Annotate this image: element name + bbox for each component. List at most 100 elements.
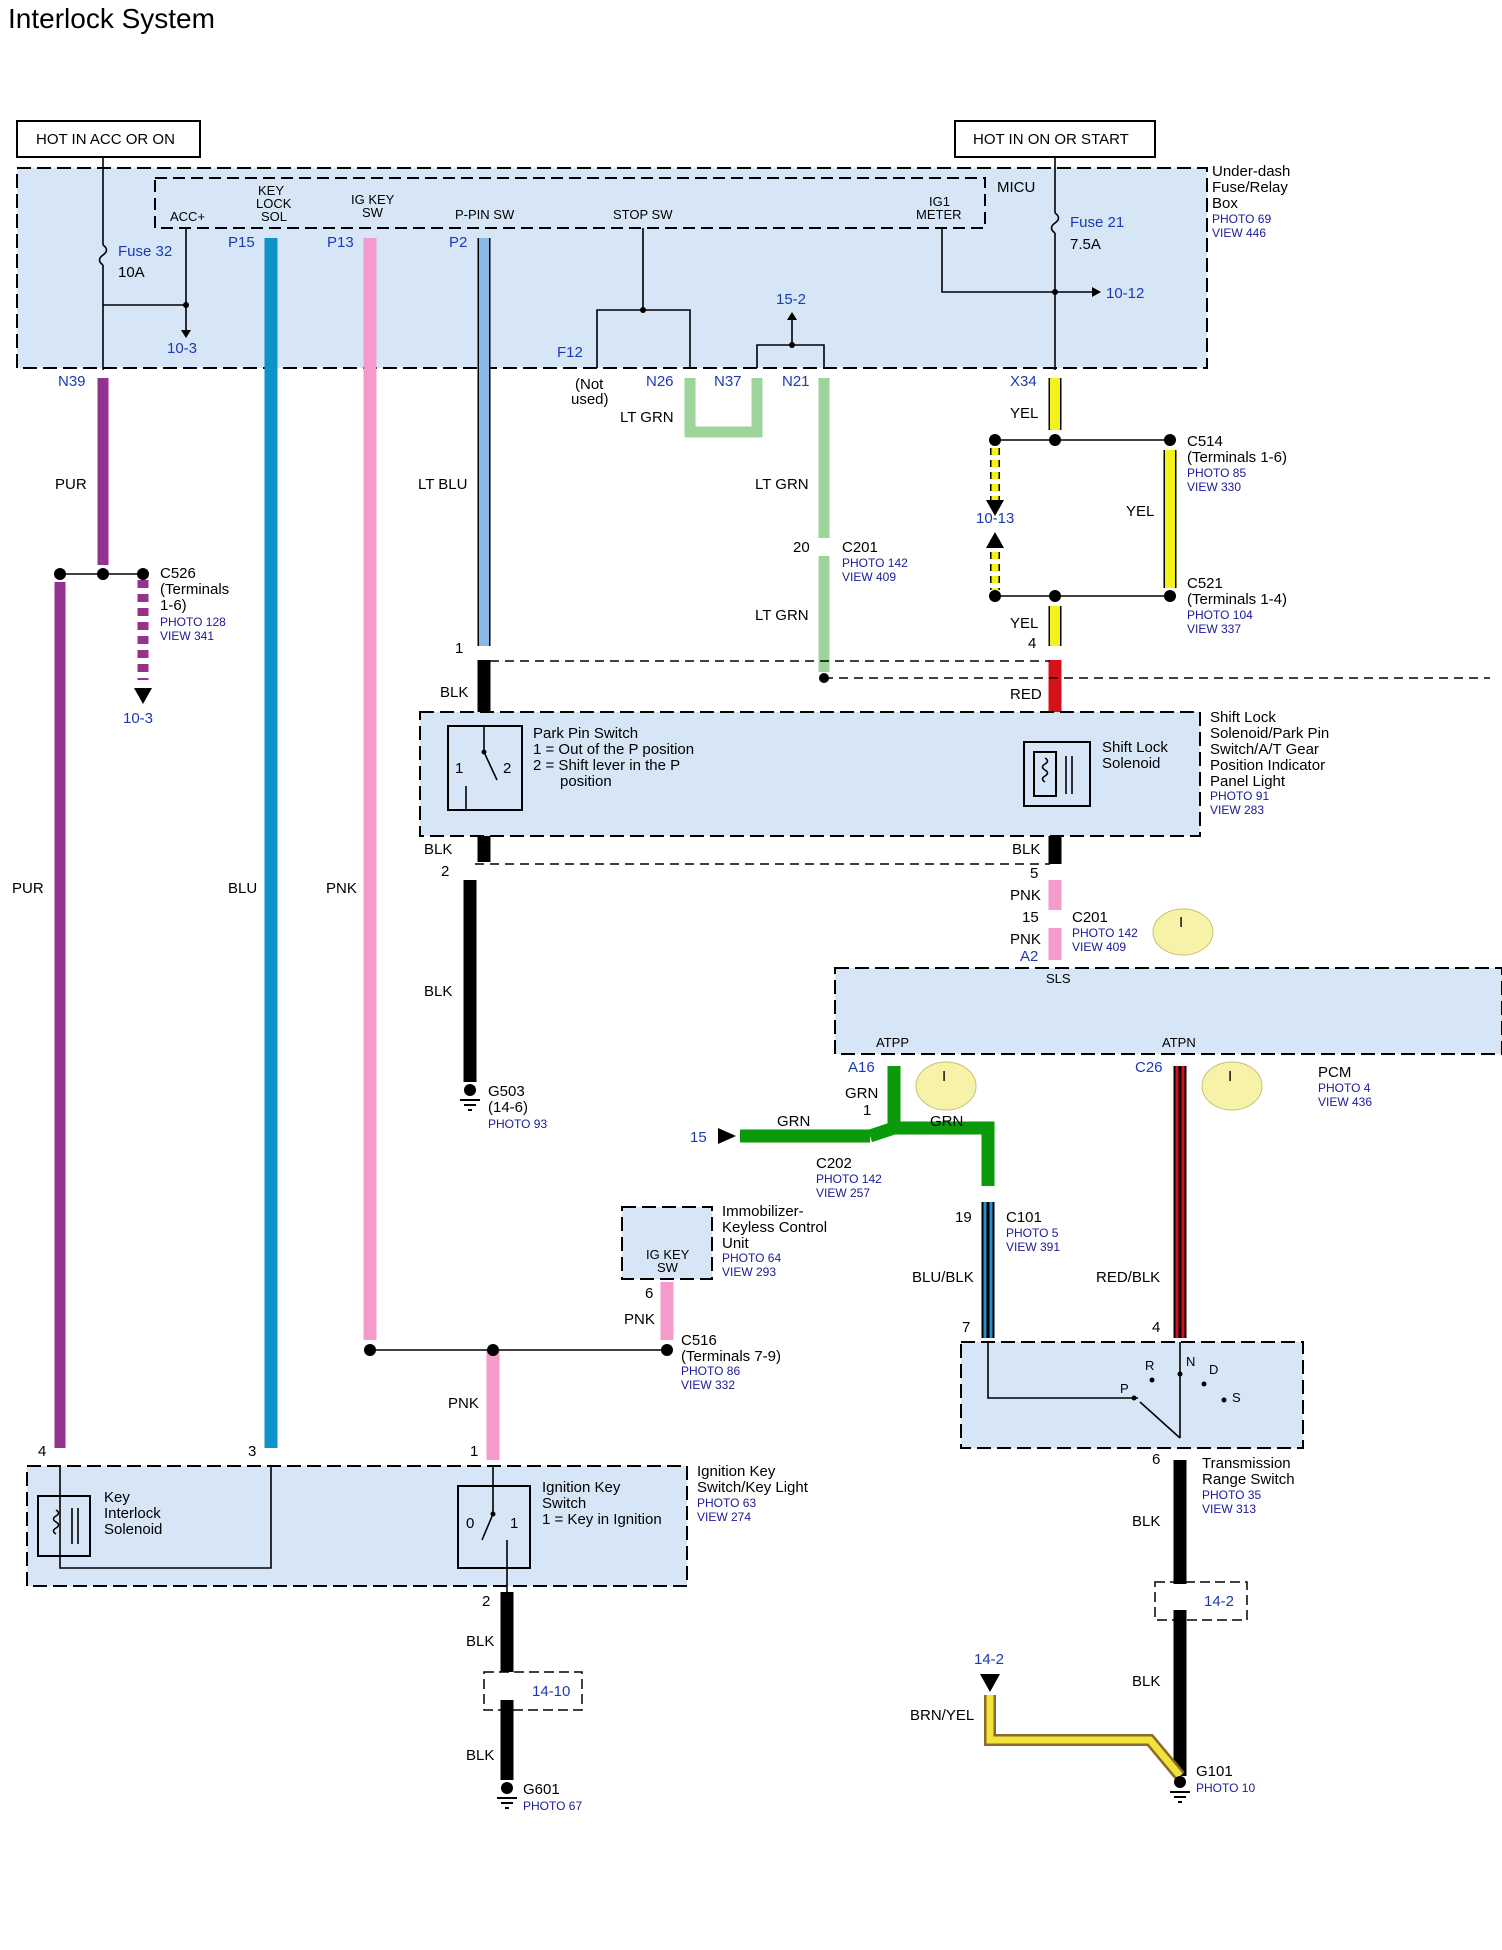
fuse-relay-box <box>16 167 1208 369</box>
wire-grn-c202 <box>867 1121 897 1143</box>
park-pin-switch <box>447 725 523 811</box>
g101-ground-icon <box>1170 1776 1190 1803</box>
micu-box <box>154 177 986 229</box>
ig1-line <box>941 228 1092 293</box>
c516-node-mid <box>487 1344 499 1356</box>
igsw-contact <box>481 1513 494 1541</box>
c202-view: VIEW 257 <box>816 1186 870 1200</box>
label-blu: BLU <box>228 880 257 897</box>
label-ltgrn-2: LT GRN <box>755 476 809 493</box>
label-yel-3: YEL <box>1010 615 1038 632</box>
pin-ig1-1: IG1 <box>929 194 950 209</box>
c514-photo: PHOTO 85 <box>1187 466 1246 480</box>
trs-dot-s <box>1221 1397 1227 1403</box>
pin-a16: A16 <box>848 1059 875 1076</box>
c516-node-left <box>364 1344 376 1356</box>
acc-node <box>183 302 189 308</box>
shift-lock-box <box>419 711 1201 837</box>
ref-14-2-box <box>1154 1581 1248 1621</box>
label-ltgrn-1: LT GRN <box>620 409 674 426</box>
c202-photo: PHOTO 142 <box>816 1172 882 1186</box>
immobilizer-view: VIEW 293 <box>722 1265 776 1279</box>
c521-term: (Terminals 1-4) <box>1187 591 1287 608</box>
pin-f12: F12 <box>557 344 583 361</box>
trs-pin7: 7 <box>962 1319 970 1336</box>
c201a-view: VIEW 409 <box>842 570 896 584</box>
fuse21-amp: 7.5A <box>1070 236 1101 253</box>
not-used-2: used) <box>571 391 609 408</box>
c526-term2: 1-6) <box>160 597 187 614</box>
g601-name: G601 <box>523 1781 560 1798</box>
g503-photo: PHOTO 93 <box>488 1117 547 1131</box>
pin-keylock-3: SOL <box>261 209 287 224</box>
pin-keylock-2: LOCK <box>256 196 292 211</box>
pin-ppsw-1: 1 <box>455 640 463 657</box>
label-blk-ign: BLK <box>466 1633 494 1650</box>
ref-14-2: 14-2 <box>1204 1593 1234 1610</box>
immobilizer-photo: PHOTO 64 <box>722 1251 781 1265</box>
ref-14-10-box <box>483 1671 583 1711</box>
trs-wire-p <box>987 1342 1138 1399</box>
c521-view: VIEW 337 <box>1187 622 1241 636</box>
solenoid-label-1: Shift Lock <box>1102 739 1168 756</box>
arrow-10-3-icon <box>181 330 191 338</box>
fusebox-view: VIEW 446 <box>1212 226 1266 240</box>
label-blk-g101: BLK <box>1132 1673 1160 1690</box>
c202-pin: 1 <box>863 1102 871 1119</box>
c516-photo: PHOTO 86 <box>681 1364 740 1378</box>
c526-term1: (Terminals <box>160 581 229 598</box>
label-pnk-ign: PNK <box>448 1395 479 1412</box>
ign-pin2: 2 <box>482 1593 490 1610</box>
g503-sub: (14-6) <box>488 1099 528 1116</box>
ign-pin1: 1 <box>470 1443 478 1460</box>
label-grn-1: GRN <box>845 1085 878 1102</box>
c516-name: C516 <box>681 1332 717 1349</box>
ref-14-10: 14-10 <box>532 1683 570 1700</box>
c516-view: VIEW 332 <box>681 1378 735 1392</box>
trs-photo: PHOTO 35 <box>1202 1488 1261 1502</box>
fuse32-amp: 10A <box>118 264 145 281</box>
g503-name: G503 <box>488 1083 525 1100</box>
label-redblk: RED/BLK <box>1096 1269 1160 1286</box>
stop-branch-n26 <box>643 309 691 368</box>
ref-10-13: 10-13 <box>976 510 1014 527</box>
igsw-pivot <box>490 1511 496 1517</box>
pcm-atpn: ATPN <box>1162 1035 1196 1050</box>
marker-2-text: I <box>942 1068 946 1085</box>
g503-ground-icon <box>460 1084 480 1111</box>
ref-15-2: 15-2 <box>776 291 806 308</box>
fuse32-icon <box>98 244 108 266</box>
pcm-atpp: ATPP <box>876 1035 909 1050</box>
marker-1 <box>1152 908 1214 956</box>
wire-brnyel <box>986 1695 1183 1779</box>
pin-a2: A2 <box>1020 948 1038 965</box>
igsw-label-3: 1 = Key in Ignition <box>542 1511 662 1528</box>
pcm-name: PCM <box>1318 1064 1351 1081</box>
arrow-c526-icon <box>134 688 152 704</box>
ppsw-pivot <box>481 749 487 755</box>
pin-p2: P2 <box>449 234 467 251</box>
ppsw-title: Park Pin Switch <box>533 725 638 742</box>
shift-lock-name-4: Position Indicator <box>1210 757 1325 774</box>
c526-node-mid <box>97 568 109 580</box>
igsw-label-2: Switch <box>542 1495 586 1512</box>
c521-node-right <box>1164 590 1176 602</box>
c526-name: C526 <box>160 565 196 582</box>
pcm-box <box>834 967 1502 1055</box>
pin-n26: N26 <box>646 373 674 390</box>
trs-pos-n: N <box>1186 1354 1195 1369</box>
label-blk-g601: BLK <box>466 1747 494 1764</box>
label-brnyel: BRN/YEL <box>910 1707 974 1724</box>
power-label-start: HOT IN ON OR START <box>973 131 1129 148</box>
c521-name: C521 <box>1187 575 1223 592</box>
pin-igkey-1: IG KEY <box>351 192 395 207</box>
c201a-name: C201 <box>842 539 878 556</box>
immobilizer-name-1: Immobilizer- <box>722 1203 804 1220</box>
pin-keylock-1: KEY <box>258 183 284 198</box>
label-pnk: PNK <box>326 880 357 897</box>
g601-ground-icon <box>497 1782 517 1809</box>
c514-node-left <box>989 434 1001 446</box>
c201b-photo: PHOTO 142 <box>1072 926 1138 940</box>
shift-lock-name-3: Switch/A/T Gear <box>1210 741 1319 758</box>
